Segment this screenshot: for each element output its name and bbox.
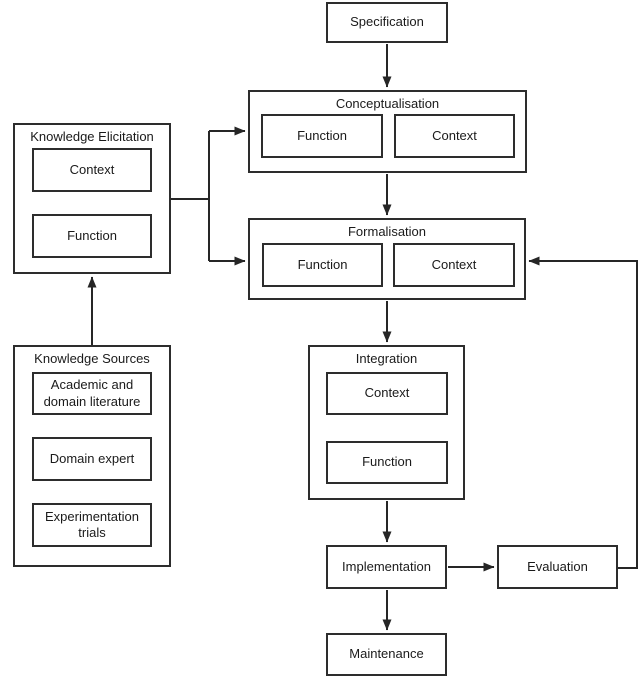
group-integration: Integration Context Function (308, 345, 465, 500)
node-maintenance: Maintenance (326, 633, 447, 676)
node-conceptualisation-context: Context (394, 114, 515, 158)
node-evaluation: Evaluation (497, 545, 618, 589)
node-domain-expert: Domain expert (32, 437, 152, 481)
group-integration-title: Integration (355, 351, 418, 366)
group-formalisation-title: Formalisation (347, 224, 427, 239)
node-elicitation-function: Function (32, 214, 152, 258)
node-formalisation-context-label: Context (431, 256, 477, 272)
node-conceptualisation-context-label: Context (432, 127, 477, 143)
group-knowledge-sources-title: Knowledge Sources (34, 351, 150, 366)
node-academic-domain-literature: Academic and domain literature (32, 372, 152, 415)
node-integration-function: Function (326, 441, 448, 484)
group-formalisation: Formalisation Function Context (248, 218, 526, 300)
node-elicitation-function-label: Function (67, 227, 117, 243)
node-conceptualisation-function-label: Function (297, 127, 347, 143)
node-integration-context: Context (326, 372, 448, 415)
node-integration-context-label: Context (364, 385, 410, 401)
node-experimentation-trials: Experimentation trials (32, 503, 152, 547)
node-conceptualisation-function: Function (261, 114, 383, 158)
arrow-evaluation-feedback-to-formalisation (528, 256, 638, 569)
node-specification-label: Specification (350, 14, 424, 30)
group-knowledge-sources: Knowledge Sources Academic and domain li… (13, 345, 171, 567)
node-experimentation-trials-label: Experimentation trials (45, 508, 139, 540)
node-formalisation-function: Function (262, 243, 383, 287)
node-domain-expert-label: Domain expert (49, 450, 135, 466)
group-conceptualisation-title: Conceptualisation (335, 96, 440, 111)
node-specification: Specification (326, 2, 448, 43)
node-formalisation-context: Context (393, 243, 515, 287)
node-implementation: Implementation (326, 545, 447, 589)
node-evaluation-label: Evaluation (527, 558, 588, 574)
node-integration-function-label: Function (362, 454, 412, 470)
node-elicitation-context: Context (32, 148, 152, 192)
group-knowledge-elicitation: Knowledge Elicitation Context Function (13, 123, 171, 274)
node-elicitation-context-label: Context (69, 161, 115, 177)
node-maintenance-label: Maintenance (349, 646, 424, 662)
group-conceptualisation: Conceptualisation Function Context (248, 90, 527, 173)
group-knowledge-elicitation-title: Knowledge Elicitation (30, 129, 154, 144)
node-implementation-label: Implementation (342, 558, 431, 574)
node-formalisation-function-label: Function (297, 256, 348, 272)
node-academic-domain-literature-label: Academic and domain literature (43, 377, 141, 409)
